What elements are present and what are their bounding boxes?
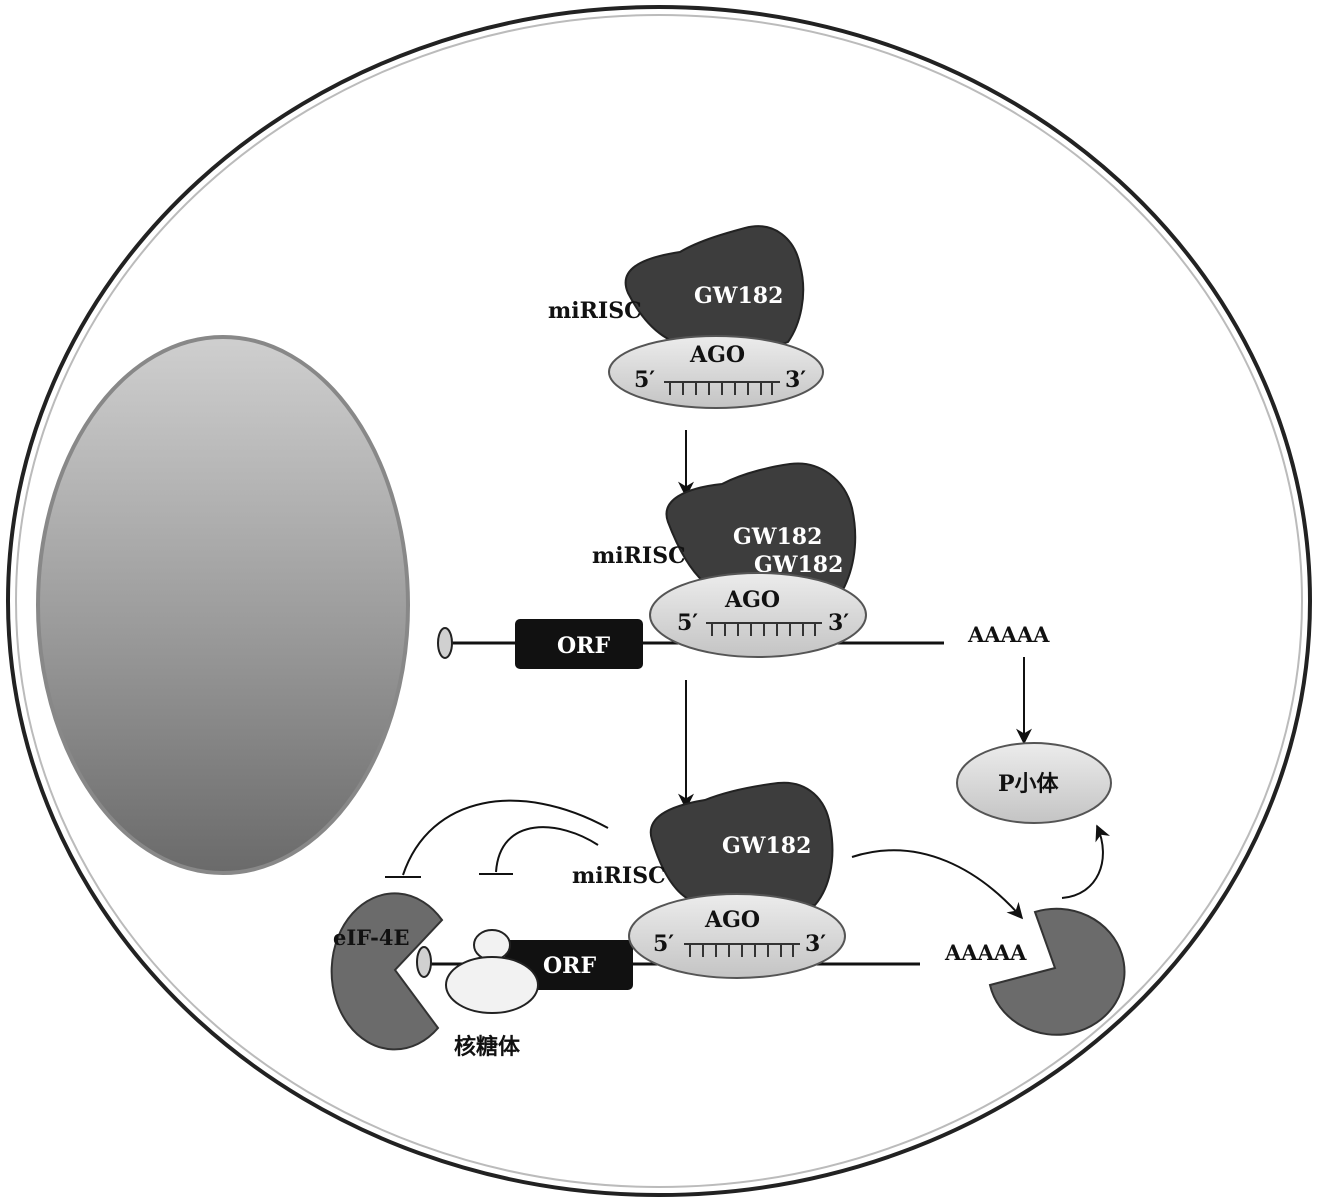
five-prime-label: 5′ bbox=[653, 931, 674, 957]
mrna-bottom: ORF 核糖体 AAAAA bbox=[416, 929, 1027, 1060]
ago-label: AGO bbox=[689, 342, 745, 368]
cell-membrane-inner bbox=[15, 14, 1303, 1188]
eif4e-protein bbox=[330, 892, 444, 1051]
ribosome-large-subunit bbox=[445, 956, 539, 1014]
ago-protein bbox=[628, 893, 846, 979]
mirisc-label: miRISC bbox=[592, 543, 686, 569]
eif4e-label: eIF-4E bbox=[333, 925, 409, 950]
orf-label: ORF bbox=[543, 953, 596, 979]
three-prime-label: 3′ bbox=[828, 610, 849, 636]
mirna-strand bbox=[684, 943, 800, 957]
mirna-strand bbox=[664, 381, 780, 395]
mirisc-label: miRISC bbox=[572, 863, 666, 889]
poly-a-label: AAAAA bbox=[944, 940, 1027, 965]
mirisc-complex-bound: GW182 GW182 miRISC AGO 5′ 3′ bbox=[592, 462, 867, 658]
three-prime-label: 3′ bbox=[785, 367, 806, 393]
deadenylase-enzyme bbox=[988, 907, 1126, 1036]
mirisc-label: miRISC bbox=[548, 298, 642, 324]
gw182-label: GW182 bbox=[694, 283, 783, 309]
orf-box bbox=[515, 619, 643, 669]
gw182-label: GW182 bbox=[722, 833, 811, 859]
mrna-middle: ORF AAAAA bbox=[437, 619, 1050, 669]
three-prime-label: 3′ bbox=[805, 931, 826, 957]
ribosome-small-subunit bbox=[473, 929, 511, 961]
orf-label: ORF bbox=[557, 633, 610, 659]
arrow-deadenylase-to-p-body bbox=[1061, 824, 1111, 899]
arrow-to-deadenylase bbox=[851, 849, 1024, 920]
ago-protein bbox=[608, 335, 824, 409]
mirisc-complex-repressing: GW182 miRISC AGO 5′ 3′ bbox=[572, 781, 846, 979]
mirna-strand bbox=[706, 622, 822, 636]
ribosome-label: 核糖体 bbox=[454, 1034, 521, 1060]
ago-protein bbox=[649, 572, 867, 658]
poly-a-label: AAAAA bbox=[967, 622, 1050, 647]
cap-5prime bbox=[416, 946, 432, 978]
ago-label: AGO bbox=[704, 907, 760, 933]
inhibition-ribosome bbox=[479, 826, 599, 875]
cap-5prime bbox=[437, 627, 453, 659]
p-body bbox=[956, 742, 1112, 824]
mirisc-complex-free: GW182 miRISC AGO 5′ 3′ bbox=[548, 225, 824, 409]
inhibition-eif4e bbox=[385, 799, 609, 878]
five-prime-label: 5′ bbox=[634, 367, 655, 393]
gw182-label: GW182 bbox=[733, 524, 822, 550]
five-prime-label: 5′ bbox=[677, 610, 698, 636]
p-body-label: P小体 bbox=[998, 771, 1060, 797]
ago-label: AGO bbox=[724, 587, 780, 613]
nucleus bbox=[36, 335, 410, 875]
